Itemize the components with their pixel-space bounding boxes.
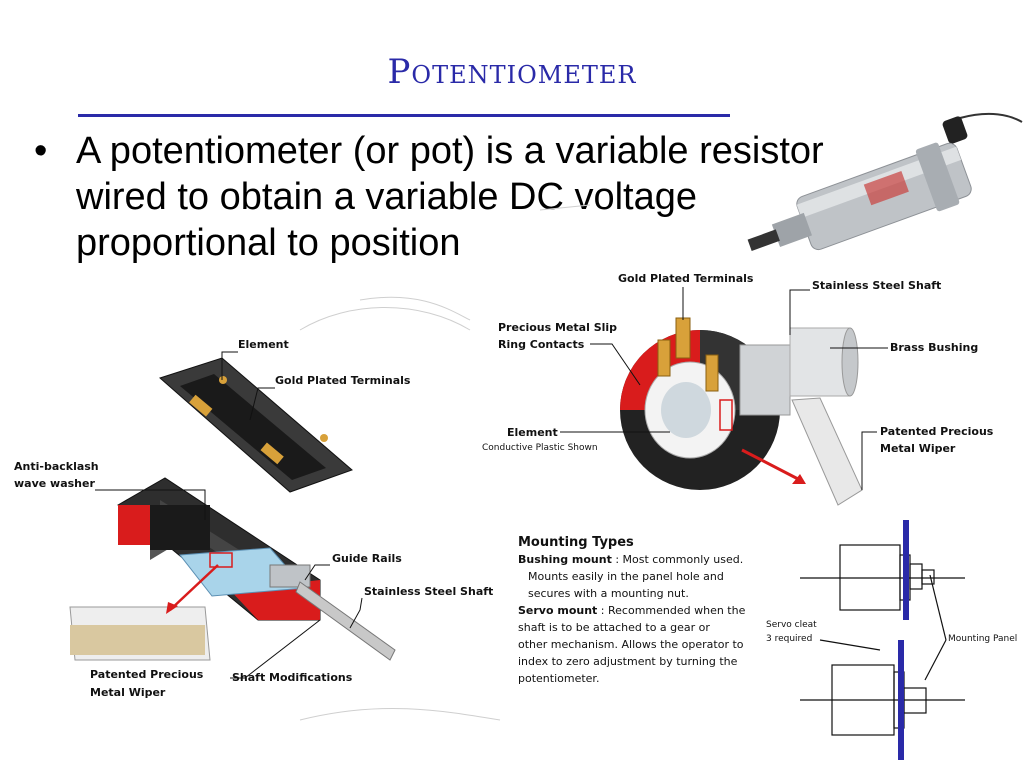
label-gold-terminals-right: Gold Plated Terminals: [618, 272, 754, 285]
mounting-panel-bars: [898, 520, 909, 760]
label-guide-rails: Guide Rails: [332, 552, 402, 565]
label-servo-cleat-2: 3 required: [766, 634, 813, 644]
mounting-types-title: Mounting Types: [518, 535, 634, 550]
bushing-text-1: : Most commonly used.: [611, 553, 744, 566]
mounting-types-panel: Mounting Types Bushing mount : Most comm…: [518, 534, 766, 687]
label-anti-backlash-2: wave washer: [14, 477, 95, 490]
bushing-mount-line: Bushing mount : Most commonly used.: [518, 551, 766, 568]
page-title: Potentiometer: [387, 52, 637, 92]
servo-mount-line: Servo mount : Recommended when the: [518, 602, 766, 619]
bullet-icon: •: [34, 130, 48, 172]
servo-text-1: : Recommended when the: [597, 604, 746, 617]
label-element-note: Conductive Plastic Shown: [482, 443, 598, 453]
title-underline: [78, 114, 730, 117]
label-wiper-right-2: Metal Wiper: [880, 442, 956, 455]
servo-text-5: potentiometer.: [518, 672, 600, 685]
bushing-text-3: secures with a mounting nut.: [528, 587, 689, 600]
mounting-schematic: [800, 544, 965, 736]
linear-pot-diagram: [69, 351, 396, 679]
label-anti-backlash-1: Anti-backlash: [14, 460, 99, 473]
rotary-pot-diagram: [560, 287, 888, 506]
bushing-mount-label: Bushing mount: [518, 553, 612, 566]
label-slip-ring-2: Ring Contacts: [498, 338, 585, 351]
label-brass-bushing: Brass Bushing: [890, 341, 979, 354]
label-gold-terminals-left: Gold Plated Terminals: [275, 374, 411, 387]
bullet-text: A potentiometer (or pot) is a variable r…: [76, 130, 824, 264]
servo-text-2: shaft is to be attached to a gear or: [518, 621, 710, 634]
label-element-left: Element: [238, 338, 289, 351]
servo-text-4: index to zero adjustment by turning the: [518, 655, 738, 668]
background-sketch: [299, 204, 591, 721]
label-shaft-modifications: Shaft Modifications: [232, 671, 353, 684]
servo-mount-label: Servo mount: [518, 604, 598, 617]
label-mounting-panel: Mounting Panel: [948, 634, 1018, 644]
label-slip-ring-1: Precious Metal Slip: [498, 321, 618, 334]
bushing-text-2: Mounts easily in the panel hole and: [528, 570, 724, 583]
label-wiper-left-2: Metal Wiper: [90, 686, 166, 699]
servo-text-3: other mechanism. Allows the operator to: [518, 638, 744, 651]
label-shaft-right: Stainless Steel Shaft: [812, 279, 942, 292]
label-wiper-right-1: Patented Precious: [880, 425, 994, 438]
label-element-right: Element: [507, 426, 558, 439]
label-servo-cleat-1: Servo cleat: [766, 620, 817, 630]
label-shaft-left: Stainless Steel Shaft: [364, 585, 494, 598]
label-wiper-left-1: Patented Precious: [90, 668, 204, 681]
actuator-image: [747, 112, 1023, 251]
